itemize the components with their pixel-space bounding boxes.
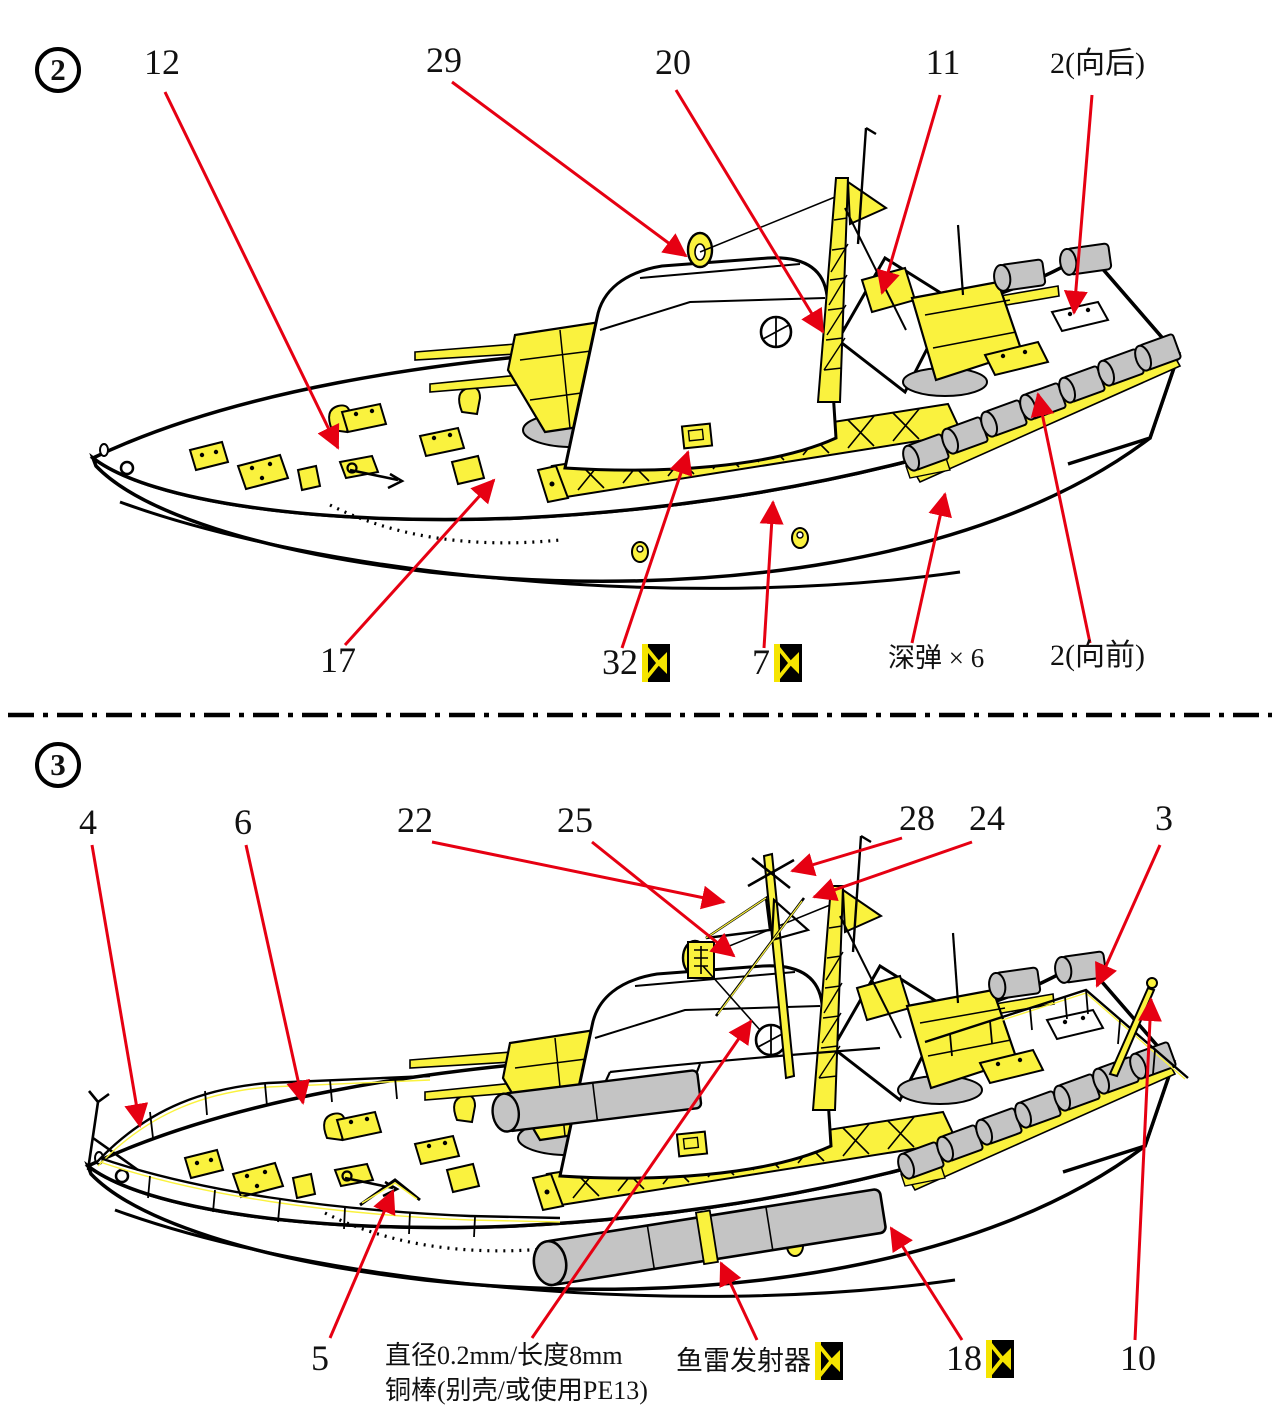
leader-4 [90,844,149,1128]
callout-label-2-fwd: 2(向前) [1050,639,1145,672]
callout-label-32: 32 [602,642,670,683]
copper-rod-note-line2: 铜棒(别壳/或使用PE13) [385,1376,648,1405]
leader-12 [163,91,340,450]
leader-32 [620,450,693,649]
photo-etch-icon [774,644,802,682]
step-2-badge: 2 [35,47,81,93]
leader-7 [759,500,784,649]
callout-label-22: 22 [397,800,433,840]
step-2-number: 2 [50,52,66,87]
callout-label-18: 18 [946,1338,1014,1379]
leader-10 [1133,997,1162,1341]
leader-29 [451,80,688,258]
photo-etch-icon [986,1340,1014,1378]
callout-label-depth-charges: 深弹 × 6 [888,643,985,673]
leader-2-fwd [1030,392,1092,644]
step-3-badge: 3 [35,742,81,788]
callout-label-11: 11 [925,42,961,82]
step2-ship-illustration [91,126,1184,591]
photo-etch-icon [815,1342,843,1380]
callout-label-12: 12 [144,42,180,82]
callout-label-29: 29 [426,40,462,80]
leader-copper-rod [530,1019,753,1339]
callout-label-28: 28 [899,798,935,838]
photo-etch-icon [642,644,670,682]
callout-label-24: 24 [969,798,1005,838]
callout-label-3: 3 [1155,798,1173,838]
leader-2-aft [1063,94,1094,315]
callout-label-6: 6 [234,802,252,842]
leader-18 [889,1226,964,1341]
callout-label-torpedo-launcher: 鱼雷发射器 [676,1342,843,1380]
callout-label-4: 4 [79,802,97,842]
callout-label-18-text: 18 [946,1338,982,1379]
callout-label-32-text: 32 [602,642,638,683]
step-3-number: 3 [50,747,66,782]
callout-label-7: 7 [752,642,802,683]
callout-label-7-text: 7 [752,642,770,683]
torpedo-launcher-text: 鱼雷发射器 [676,1345,811,1376]
leader-25 [591,840,736,958]
callout-label-10: 10 [1120,1338,1156,1378]
leader-28 [790,836,903,877]
callout-label-25: 25 [557,800,593,840]
leader-depth-charges [910,492,952,644]
callout-label-20: 20 [655,42,691,82]
step3-ship-illustration [86,834,1189,1299]
leader-22 [431,840,726,910]
copper-rod-note: 直径0.2mm/长度8mm 铜棒(别壳/或使用PE13) [385,1338,648,1408]
leader-torpedo-launcher [719,1261,759,1341]
callout-leader-lines [90,80,1162,1341]
leader-3 [1095,844,1162,988]
leader-11 [876,94,942,295]
leader-20 [674,89,825,334]
callout-label-2-aft: 2(向后) [1050,47,1145,80]
leader-5 [328,1189,396,1339]
callout-label-5: 5 [311,1338,329,1378]
copper-rod-note-line1: 直径0.2mm/长度8mm [385,1341,623,1370]
leader-24 [812,840,973,902]
callout-label-17: 17 [320,640,356,680]
leader-17 [343,478,496,647]
leader-6 [244,844,310,1105]
